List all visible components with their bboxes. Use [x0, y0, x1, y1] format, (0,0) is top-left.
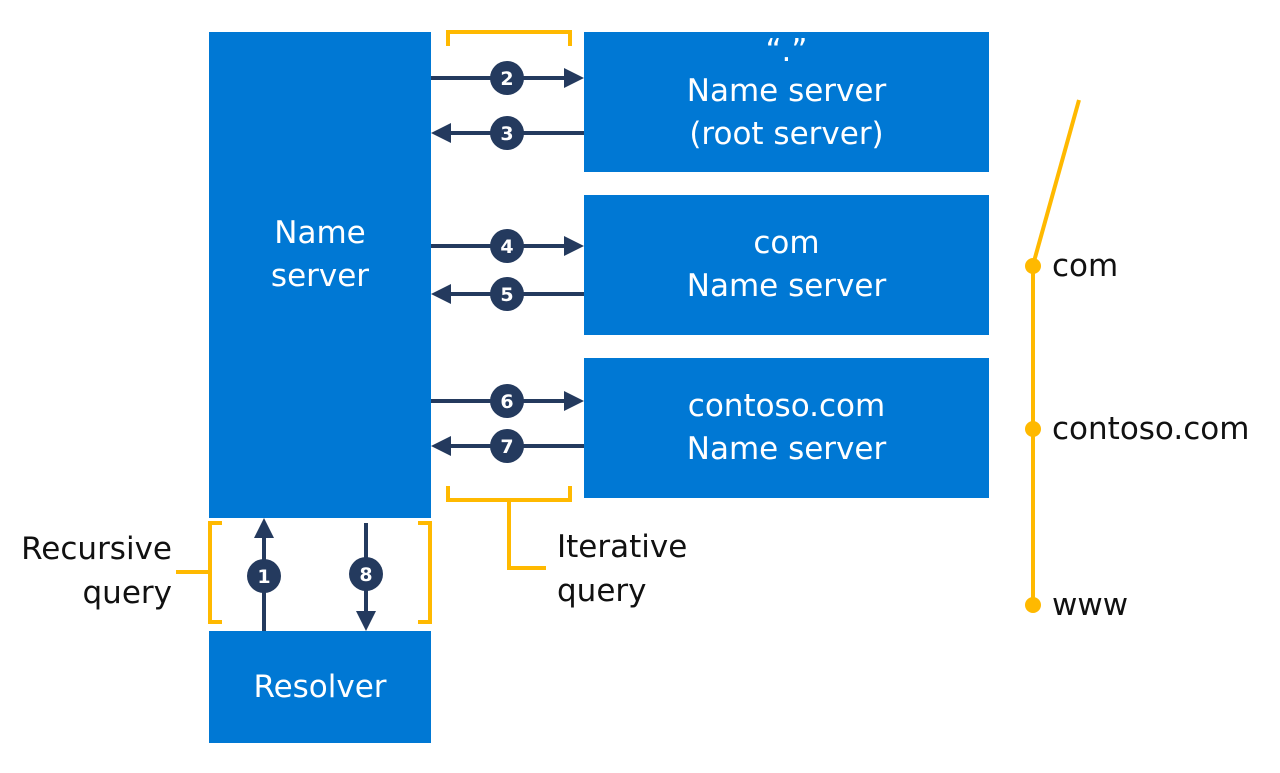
recursive-bracket-right [418, 521, 432, 624]
iterative-query-label: Iterative query [557, 525, 687, 613]
svg-text:7: 7 [500, 436, 513, 458]
svg-text:2: 2 [500, 68, 513, 90]
iterative-query-line1: Iterative [557, 529, 688, 565]
main-name-server-label-line1: Name [274, 215, 366, 251]
contoso-name-server-box: contoso.com Name server [584, 358, 989, 498]
recursive-query-line2: query [82, 575, 173, 611]
hierarchy-root-branch [1031, 99, 1081, 266]
recursive-query-label: Recursive query [20, 527, 172, 615]
step-badge-1: 1 [247, 559, 281, 593]
com-server-label-line2: Name server [686, 268, 887, 304]
step-badge-2: 2 [490, 61, 524, 95]
iterative-bracket-leader [507, 500, 546, 570]
com-server-label-line1: com [753, 225, 820, 261]
root-server-label-line2: (root server) [689, 116, 884, 152]
svg-text:8: 8 [359, 564, 372, 586]
hierarchy-label-contoso: contoso.com [1052, 411, 1250, 447]
iterative-bottom-bracket [446, 486, 572, 502]
hierarchy-node-com [1025, 258, 1041, 274]
hierarchy-node-contoso [1025, 421, 1041, 437]
iterative-top-bracket [446, 30, 572, 46]
root-server-label-line1: Name server [686, 73, 887, 109]
root-name-server-box: “.” Name server (root server) [584, 32, 989, 172]
com-name-server-box: com Name server [584, 195, 989, 335]
svg-text:3: 3 [500, 123, 513, 145]
svg-text:1: 1 [257, 566, 270, 588]
contoso-server-label-line1: contoso.com [687, 388, 886, 424]
hierarchy-node-www [1025, 597, 1041, 613]
main-name-server-label-line2: server [270, 258, 370, 294]
hierarchy-label-com: com [1052, 248, 1119, 284]
step-badge-7: 7 [490, 429, 524, 463]
step-badge-3: 3 [490, 116, 524, 150]
step-badge-4: 4 [490, 229, 524, 263]
root-server-quote: “.” [765, 33, 808, 69]
step-badge-6: 6 [490, 384, 524, 418]
resolver-label: Resolver [253, 668, 387, 705]
recursive-query-line1: Recursive [21, 531, 172, 567]
step-badge-8: 8 [349, 557, 383, 591]
recursive-bracket-left [208, 521, 222, 624]
hierarchy-label-www: www [1052, 587, 1129, 623]
main-name-server-box: Name server [209, 32, 431, 518]
svg-text:6: 6 [500, 391, 513, 413]
iterative-query-line2: query [557, 573, 647, 609]
resolver-box: Resolver [209, 631, 431, 743]
svg-text:4: 4 [500, 236, 513, 258]
step-badge-5: 5 [490, 277, 524, 311]
contoso-server-label-line2: Name server [686, 431, 887, 467]
svg-text:5: 5 [500, 284, 513, 306]
